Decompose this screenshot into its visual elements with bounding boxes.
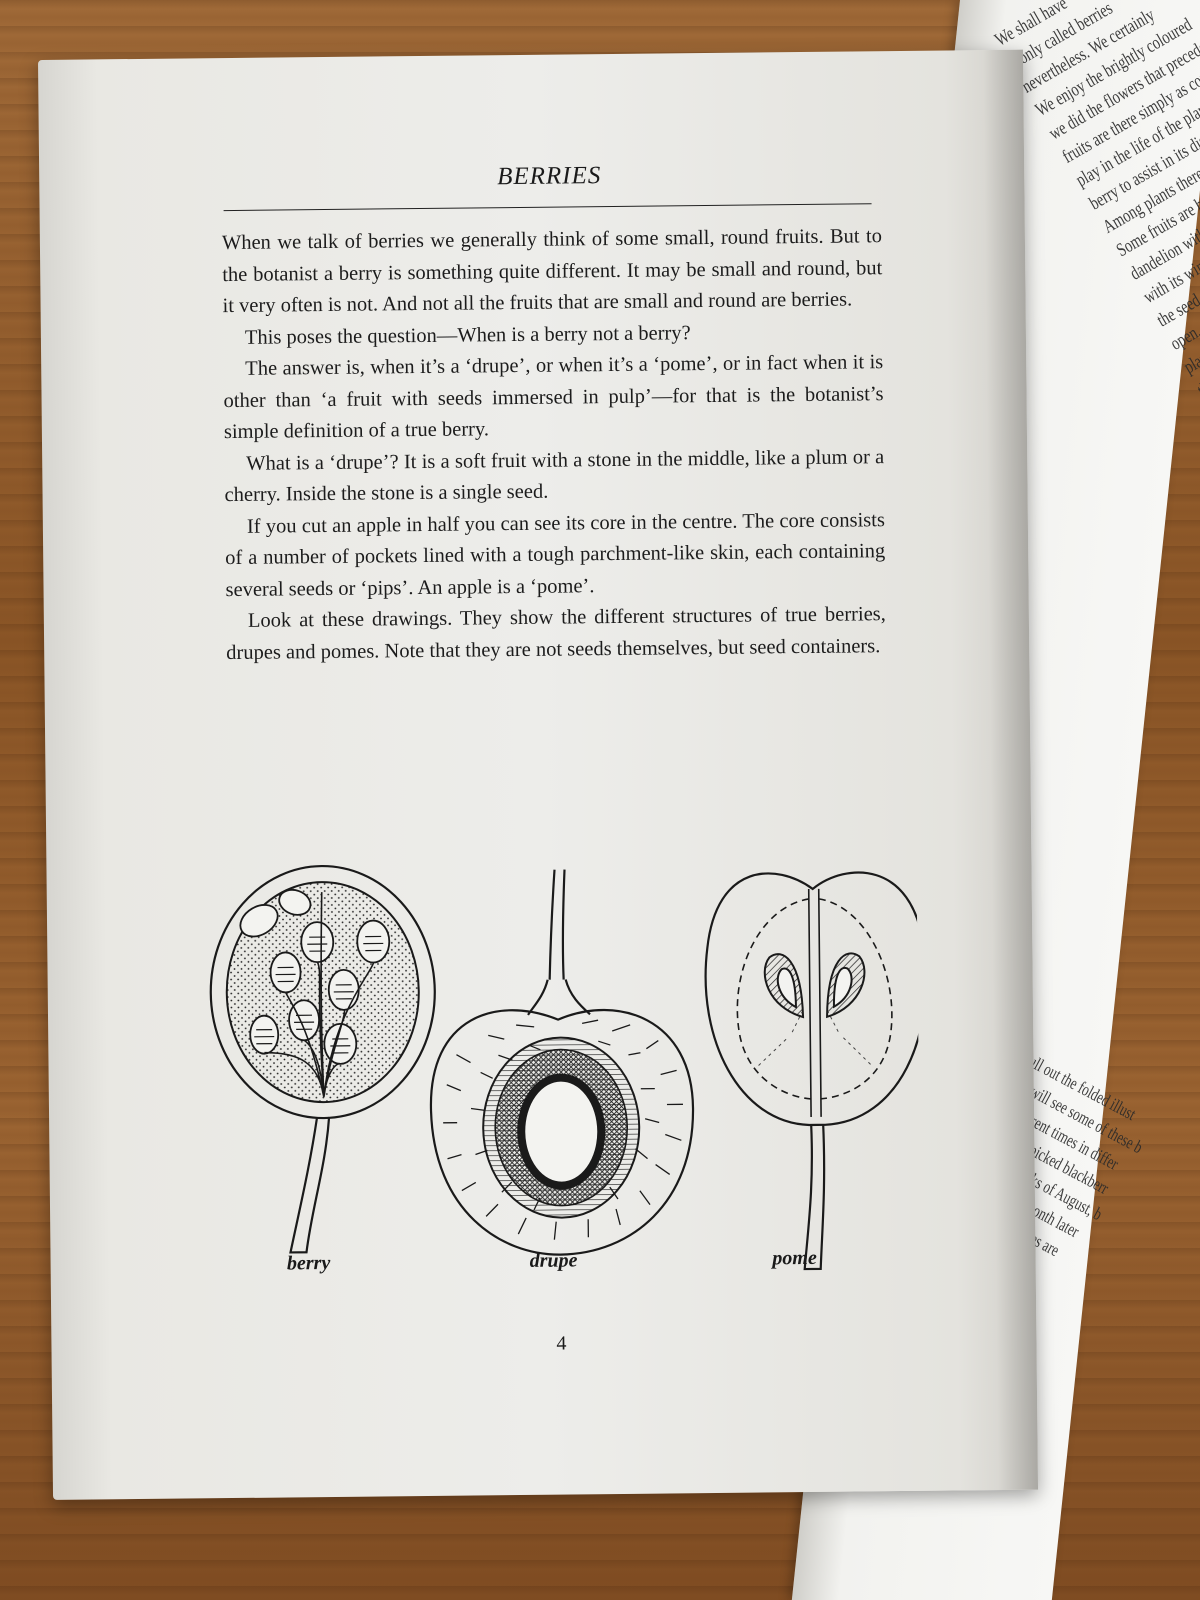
page-title: BERRIES	[497, 162, 602, 191]
body-text: When we talk of berries we generally thi…	[222, 221, 887, 669]
berry-illustration	[209, 864, 436, 1254]
paragraph: What is a ‘drupe’? It is a soft fruit wi…	[224, 445, 885, 507]
page-number: 4	[556, 1332, 567, 1355]
book-page: BERRIES When we talk of berries we gener…	[38, 49, 1039, 1500]
paragraph: The answer is, when it’s a ‘drupe’, or w…	[223, 351, 884, 444]
caption-drupe: drupe	[529, 1249, 578, 1272]
caption-berry: berry	[286, 1252, 331, 1275]
caption-pome: pome	[772, 1246, 817, 1270]
drupe-illustration	[429, 869, 695, 1256]
fruit-illustrations	[209, 864, 921, 1271]
paragraph: Look at these drawings. They show the di…	[226, 603, 886, 664]
title-rule	[223, 203, 872, 212]
paragraph: If you cut an apple in half you can see …	[225, 508, 886, 601]
paragraph: When we talk of berries we generally thi…	[221, 225, 883, 318]
pome-illustration	[704, 871, 921, 1271]
